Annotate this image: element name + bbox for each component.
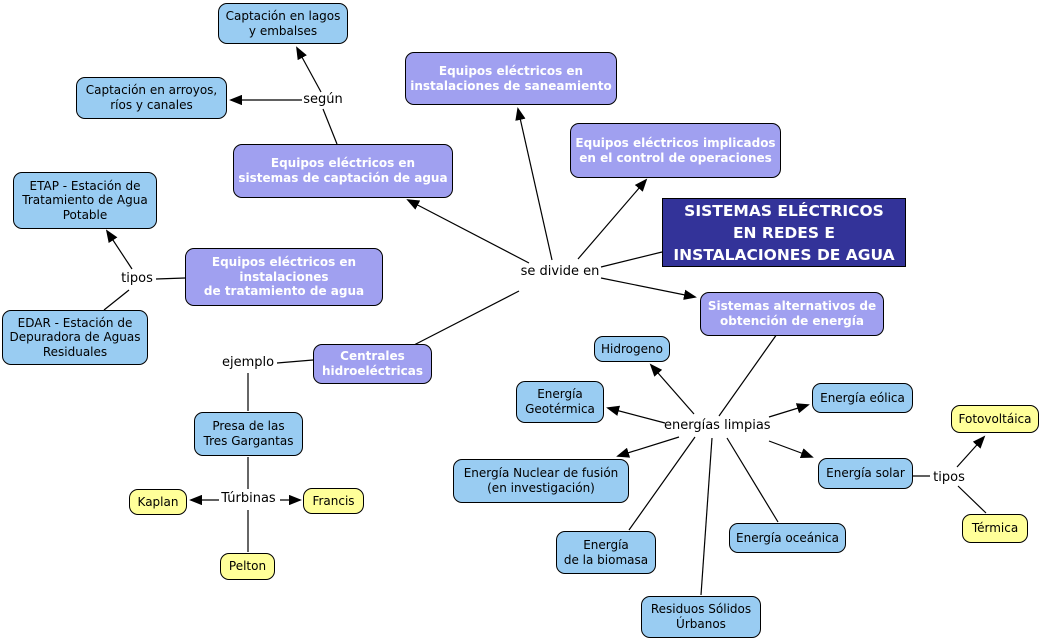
node-energia-geotermica[interactable]: Energía Geotérmica <box>516 381 604 423</box>
node-edar[interactable]: EDAR - Estación de Depuradora de Aguas R… <box>2 310 148 365</box>
node-equipos-control[interactable]: Equipos eléctricos implicados en el cont… <box>570 123 781 178</box>
node-pelton[interactable]: Pelton <box>220 553 275 580</box>
connector-limpias-nuclear <box>616 436 680 458</box>
connector-tipos-fotovoltaica <box>956 435 986 468</box>
node-sistemas-alternativos[interactable]: Sistemas alternativos de obtención de en… <box>700 292 884 336</box>
node-presa-tres-gargantas[interactable]: Presa de las Tres Gargantas <box>194 412 303 456</box>
link-label-ejemplo[interactable]: ejemplo <box>222 355 275 370</box>
connector-limpias-solar <box>768 440 814 459</box>
connector-tipos-etap <box>105 229 133 270</box>
node-equipos-tratamiento[interactable]: Equipos eléctricos en instalaciones de t… <box>185 248 383 306</box>
connector-captacion-segun <box>322 108 338 145</box>
connector-centrales-ejemplo <box>276 359 314 364</box>
node-kaplan[interactable]: Kaplan <box>129 489 187 515</box>
link-label-tipos-solar[interactable]: tipos <box>933 470 965 485</box>
node-captacion-arroyos[interactable]: Captación en arroyos, ríos y canales <box>76 77 227 119</box>
link-label-turbinas[interactable]: Túrbinas <box>221 491 276 506</box>
node-title[interactable]: SISTEMAS ELÉCTRICOS EN REDES E INSTALACI… <box>662 198 906 267</box>
connector-limpias-geotermica <box>606 405 666 424</box>
node-equipos-saneamiento[interactable]: Equipos eléctricos en instalaciones de s… <box>405 52 617 105</box>
connector-sedivide-control <box>577 178 648 260</box>
node-etap[interactable]: ETAP - Estación de Tratamiento de Agua P… <box>13 172 157 229</box>
node-centrales-hidroelectricas[interactable]: Centrales hidroeléctricas <box>313 344 432 384</box>
connector-tipos-edar <box>103 289 130 311</box>
connector-segun-lagos <box>296 46 322 93</box>
node-energia-nuclear[interactable]: Energía Nuclear de fusión (en investigac… <box>453 459 629 503</box>
connector-title-sedivide <box>600 251 663 268</box>
link-label-segun[interactable]: según <box>303 92 343 107</box>
connector-limpias-hidrogeno <box>649 363 695 415</box>
node-termica[interactable]: Térmica <box>962 514 1028 543</box>
link-label-se-divide-en[interactable]: se divide en <box>520 264 600 279</box>
connector-tipos-termica <box>957 485 987 514</box>
node-energia-eolica[interactable]: Energía eólica <box>812 383 913 413</box>
connector-sedivide-saneamiento <box>515 107 553 261</box>
connector-limpias-eolica <box>768 403 810 418</box>
connector-limpias-residuos <box>700 437 713 596</box>
connector-sedivide-captacion <box>406 199 530 264</box>
node-residuos-solidos[interactable]: Residuos Sólidos Úrbanos <box>641 596 761 638</box>
connector-alternativos-limpias <box>718 333 778 417</box>
node-energia-oceanica[interactable]: Energía oceánica <box>729 523 846 553</box>
connector-sedivide-alternativos <box>600 277 697 300</box>
node-francis[interactable]: Francis <box>303 488 364 514</box>
node-energia-biomasa[interactable]: Energía de la biomasa <box>556 531 656 574</box>
connector-sedivide-centrales <box>413 290 520 346</box>
connector-limpias-oceanica <box>726 437 779 523</box>
node-captacion-lagos[interactable]: Captación en lagos y embalses <box>218 3 348 44</box>
node-energia-solar[interactable]: Energía solar <box>818 458 913 489</box>
connector-tratamiento-tipos <box>155 277 186 280</box>
link-label-energias-limpias[interactable]: energías limpias <box>664 418 771 433</box>
node-hidrogeno[interactable]: Hidrogeno <box>594 336 670 362</box>
link-label-tipos-tratamiento[interactable]: tipos <box>121 271 153 286</box>
node-fotovoltaica[interactable]: Fotovoltáica <box>951 405 1039 433</box>
connector-limpias-biomasa <box>628 436 696 531</box>
node-equipos-captacion[interactable]: Equipos eléctricos en sistemas de captac… <box>233 144 453 198</box>
